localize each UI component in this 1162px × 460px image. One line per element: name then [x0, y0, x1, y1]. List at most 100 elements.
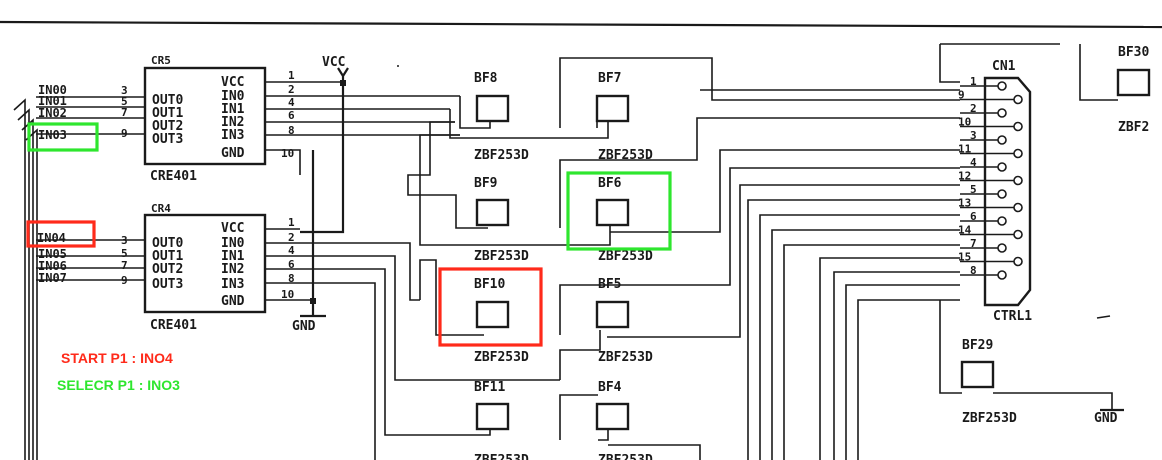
chip-cr5-pin-4: 4 — [288, 96, 295, 109]
button-bf30-label: BF30 — [1118, 45, 1149, 60]
chip-cr4-right-pins: 1 2 4 6 8 10 — [265, 150, 560, 460]
chip-cr5-in3: IN3 — [221, 128, 244, 143]
input-label-in07: IN07 — [38, 271, 67, 285]
gnd-label-cr4: GND — [292, 319, 316, 334]
chip-cr4-in0: IN0 — [221, 236, 245, 251]
chip-cr4-pin-1: 1 — [288, 216, 295, 229]
chip-cr4-out1: OUT1 — [152, 249, 183, 264]
chip-cr5-name: CR5 — [151, 54, 171, 67]
button-bf11: BF11 ZBF253D — [474, 380, 529, 460]
button-bf8-part: ZBF253D — [474, 148, 529, 163]
button-bf4-part: ZBF253D — [598, 453, 653, 460]
chip-cr4-name: CR4 — [151, 202, 171, 215]
connector-pin-5 — [997, 189, 1007, 199]
chip-cr5-pin-3: 3 — [121, 84, 128, 97]
connector-pin-number-15: 15 — [958, 251, 971, 264]
button-bf30: BF30 ZBF2 — [1079, 44, 1151, 135]
highlight-select-bf6 — [566, 171, 672, 251]
chip-cr5-in2: IN2 — [221, 115, 244, 130]
connector-pin-12 — [1013, 175, 1023, 186]
button-bf4: BF4 ZBF253D — [595, 380, 653, 460]
connector-pin-number-4: 4 — [970, 156, 977, 169]
chip-cr4-pin-4: 4 — [288, 244, 295, 257]
chip-cr5-pin-5: 5 — [121, 95, 128, 108]
chip-cr4-pin-2: 2 — [288, 231, 295, 244]
chip-cr4-pin-6: 6 — [288, 258, 295, 271]
connector-pin-1 — [997, 81, 1007, 91]
chip-cr4-in2: IN2 — [221, 262, 244, 277]
button-bf4-label: BF4 — [598, 380, 622, 395]
connector-pin-number-2: 2 — [970, 102, 977, 115]
chip-cr4-in1: IN1 — [221, 249, 245, 264]
chip-cr4-pin-9: 9 — [121, 274, 128, 287]
chip-cr5-out1: OUT1 — [152, 106, 183, 121]
chip-cr4-pin-8: 8 — [288, 272, 295, 285]
chip-cr5-type: CRE401 — [150, 169, 197, 184]
button-bf11-part: ZBF253D — [474, 453, 529, 460]
connector-pin-number-13: 13 — [958, 197, 971, 210]
chip-cr4: CR4 CRE401 OUT0 OUT1 OUT2 OUT3 VCC IN0 I… — [143, 202, 267, 333]
chip-cr5: CR5 CRE401 OUT0 OUT1 OUT2 OUT3 VCC IN0 I… — [143, 54, 267, 184]
button-bf6-label: BF6 — [598, 176, 622, 191]
chip-cr5-pin-10: 10 — [281, 147, 294, 160]
chip-cr5-pin-1: 1 — [288, 69, 295, 82]
connector-pin-number-3: 3 — [970, 129, 977, 142]
button-bf5: BF5 ZBF253D — [595, 277, 653, 365]
highlight-start-bf10 — [438, 267, 543, 347]
chip-cr4-pin-10: 10 — [281, 288, 294, 301]
connector-pin-14 — [1013, 229, 1023, 240]
button-bf29-part: ZBF253D — [962, 411, 1017, 426]
input-label-in05: IN05 — [38, 247, 67, 261]
chip-cr5-out3: OUT3 — [152, 132, 183, 147]
chip-cr5-pin-7: 7 — [121, 106, 128, 119]
button-bf11-label: BF11 — [474, 380, 505, 395]
connector-pin-4 — [997, 162, 1007, 172]
chip-cr5-vcc: VCC — [221, 75, 244, 90]
chip-cr4-gnd: GND — [221, 294, 245, 309]
connector-pin-number-7: 7 — [970, 237, 977, 250]
highlight-start-in04 — [26, 220, 96, 248]
chip-cr4-type: CRE401 — [150, 318, 197, 333]
button-bf5-label: BF5 — [598, 277, 621, 292]
button-bf9: BF9 ZBF253D — [474, 176, 529, 264]
connector-pin-number-8: 8 — [970, 264, 977, 277]
connector-pin-number-5: 5 — [970, 183, 977, 196]
connector-pin-number-14: 14 — [958, 224, 972, 237]
input-label-in06: IN06 — [38, 259, 67, 273]
connector-pin-number-11: 11 — [958, 143, 972, 156]
button-bf8-label: BF8 — [474, 71, 498, 86]
button-bf10: BF10 ZBF253D — [474, 277, 529, 365]
connector-pin-number-1: 1 — [970, 75, 977, 88]
input-label-in01: IN01 — [38, 94, 67, 108]
input-label-in00: IN00 — [38, 83, 67, 97]
chip-cr4-pin-3: 3 — [121, 234, 128, 247]
button-bf29: BF29 ZBF253D — [939, 300, 1113, 426]
input-label-in04: IN04 — [37, 231, 66, 245]
connector-pin-number-12: 12 — [958, 170, 971, 183]
highlight-select-in03 — [27, 122, 99, 152]
button-bf10-label: BF10 — [474, 277, 505, 292]
chip-cr5-pin-9: 9 — [121, 127, 128, 140]
button-bf6-part: ZBF253D — [598, 249, 653, 264]
connector-pin-number-6: 6 — [970, 210, 977, 223]
chip-cr5-gnd: GND — [221, 146, 245, 161]
vcc-label: VCC — [322, 55, 345, 70]
connector-pin-9 — [1013, 94, 1023, 105]
chip-cr4-out2: OUT2 — [152, 262, 183, 277]
chip-cr4-out3: OUT3 — [152, 277, 183, 292]
connector-cn1-label: CTRL1 — [993, 309, 1032, 324]
chip-cr4-pin-5: 5 — [121, 247, 128, 260]
button-bf29-label: BF29 — [962, 338, 993, 353]
connector-pin-11 — [1013, 148, 1023, 159]
chip-cr5-pin-2: 2 — [288, 83, 295, 96]
gnd-label-bf29: GND — [1094, 411, 1118, 426]
annotation-start: START P1 : INO4 — [61, 350, 173, 366]
button-bf30-part-partial: ZBF2 — [1118, 120, 1149, 135]
vcc-junction — [340, 80, 346, 86]
vcc-rail — [300, 67, 349, 234]
input-label-in02: IN02 — [38, 106, 67, 120]
chip-cr4-out0: OUT0 — [152, 236, 183, 251]
